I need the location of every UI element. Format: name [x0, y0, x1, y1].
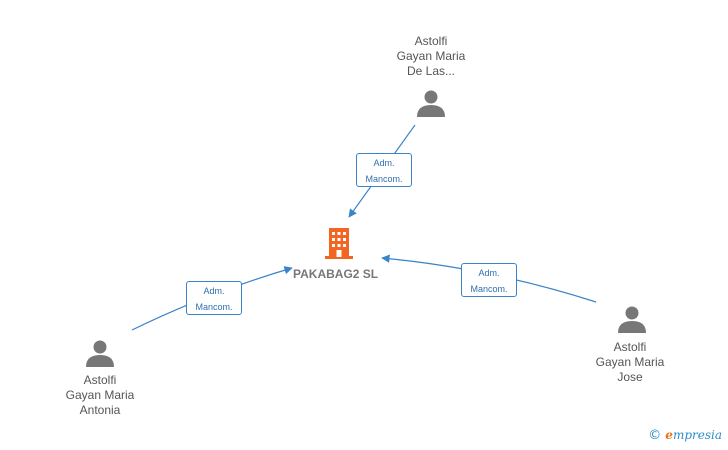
person-icon[interactable] [618, 306, 646, 334]
edge-label-top[interactable]: Adm. Mancom. [356, 153, 412, 187]
name-line: Gayan Maria [65, 388, 135, 402]
name-line: Astolfi [83, 373, 117, 387]
name-line: Astolfi [613, 340, 647, 354]
edge-label-line: Adm. [373, 158, 395, 168]
edge-label-line: Adm. [203, 286, 225, 296]
person-icon[interactable] [417, 90, 445, 118]
person-name-top[interactable]: Astolfi Gayan Maria De Las... [361, 34, 501, 79]
edge-label-right[interactable]: Adm. Mancom. [461, 263, 517, 297]
person-name-right[interactable]: Astolfi Gayan Maria Jose [560, 340, 700, 385]
person-name-left[interactable]: Astolfi Gayan Maria Antonia [30, 373, 170, 418]
edge-label-left[interactable]: Adm. Mancom. [186, 281, 242, 315]
name-line: Gayan Maria [396, 49, 466, 63]
empresia-logo: ©empresia [648, 428, 722, 443]
brand-rest: mpresia [672, 428, 722, 442]
copyright-icon: © [648, 428, 662, 443]
edge-label-line: Mancom. [365, 174, 403, 184]
name-line: Antonia [79, 403, 121, 417]
person-icon[interactable] [86, 340, 114, 368]
name-line: Jose [617, 370, 643, 384]
name-line: Astolfi [414, 34, 448, 48]
building-icon[interactable] [325, 228, 353, 259]
edge-label-line: Adm. [478, 268, 500, 278]
edge-label-line: Mancom. [195, 302, 233, 312]
edge-label-line: Mancom. [470, 284, 508, 294]
brand-initial: e [665, 428, 673, 442]
name-line: De Las... [406, 64, 456, 78]
name-line: Gayan Maria [595, 355, 665, 369]
company-name[interactable]: PAKABAG2 SL [293, 267, 379, 281]
